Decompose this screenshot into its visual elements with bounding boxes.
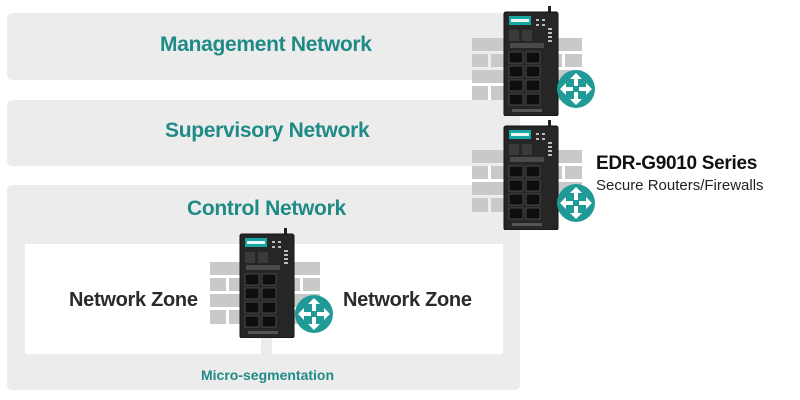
industrial-router-device bbox=[502, 6, 560, 116]
network-zone-right-label: Network Zone bbox=[343, 289, 472, 311]
micro-segmentation-label: Micro-segmentation bbox=[201, 367, 335, 383]
industrial-router-device bbox=[502, 120, 560, 230]
router-icon bbox=[294, 294, 334, 334]
product-name: EDR-G9010 Series bbox=[596, 153, 758, 174]
control-network-title: Control Network bbox=[187, 197, 346, 220]
industrial-router-device bbox=[238, 228, 296, 338]
network-zone-left-label: Network Zone bbox=[69, 289, 198, 311]
supervisory-network-band bbox=[7, 100, 520, 166]
router-icon bbox=[556, 69, 596, 109]
supervisory-network-title: Supervisory Network bbox=[165, 119, 370, 142]
product-subtitle: Secure Routers/Firewalls bbox=[596, 177, 764, 194]
management-network-title: Management Network bbox=[160, 33, 372, 56]
router-icon bbox=[556, 183, 596, 223]
management-network-band bbox=[7, 13, 520, 80]
